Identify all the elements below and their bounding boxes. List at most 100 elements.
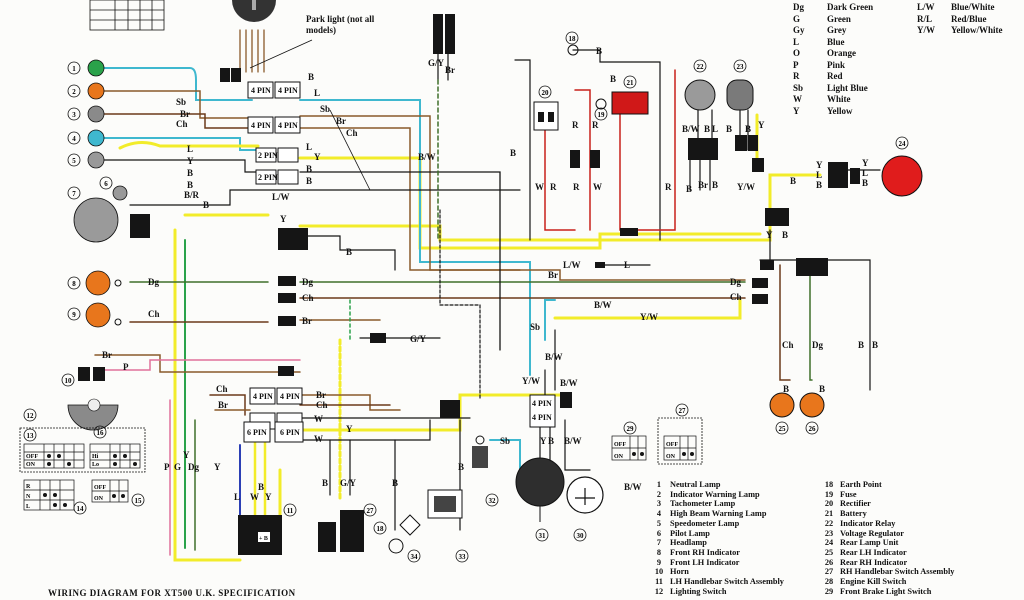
speedometer-lamp (87, 151, 105, 169)
svg-text:N: N (26, 494, 31, 500)
color-legend-text (951, 106, 1023, 118)
wire-label: Sb (500, 436, 510, 446)
wire-label: B (548, 436, 554, 446)
wire-label: B (203, 200, 209, 210)
connector-label: 4 PIN (532, 399, 552, 408)
wire-label: B/W (545, 352, 563, 362)
switch-dots (43, 452, 694, 507)
wire-label: B/R (184, 190, 200, 200)
color-legend-text: R/L (917, 13, 933, 24)
wire-label: P (164, 462, 170, 472)
wire-label: Y (862, 158, 869, 168)
ignition-position-table (89, 0, 165, 31)
wire-label: Y (540, 436, 547, 446)
component-legend-number: 28 (824, 577, 834, 587)
wire-label: B (783, 384, 789, 394)
wire-label: L (234, 492, 240, 502)
wire-label: Y (346, 424, 353, 434)
wire-label: B (858, 340, 864, 350)
svg-text:ON: ON (94, 496, 104, 502)
component-legend-number: 11 (655, 577, 663, 587)
wire-label: B (816, 180, 822, 190)
svg-text:27: 27 (679, 407, 687, 415)
wire-label: W (314, 414, 323, 424)
wire-label: B/W (682, 124, 700, 134)
svg-text:24: 24 (899, 140, 907, 148)
rear-lamp-unit (881, 155, 923, 197)
svg-text:32: 32 (489, 497, 497, 505)
wire-label: Dg (302, 277, 313, 287)
wire-label: B (819, 384, 825, 394)
wire-label: Y (766, 230, 773, 240)
earth-point (567, 44, 579, 56)
wire-label: L (187, 144, 193, 154)
color-legend-text: Light Blue (827, 82, 868, 93)
lighting-switch-table (19, 427, 146, 473)
wire-label: Ch (316, 400, 328, 410)
black-connectors (220, 14, 860, 552)
component-legend-label: Front Brake Light Switch (840, 586, 932, 596)
color-legend-text: G (793, 13, 801, 24)
svg-text:4: 4 (72, 135, 76, 143)
wire-label: B (258, 482, 264, 492)
component-legend-label: Rectifier (840, 499, 871, 509)
connector-blocks (243, 81, 556, 443)
wire-label: G/Y (410, 334, 427, 344)
wire-label: Br (445, 65, 455, 75)
wire-label: Br (548, 270, 558, 280)
wire-label: G/Y (340, 478, 357, 488)
svg-text:7: 7 (72, 190, 76, 198)
fuse (595, 98, 607, 110)
component-legend-number: 7 (656, 538, 662, 548)
high-beam-warning-lamp (87, 129, 105, 147)
svg-text:11: 11 (287, 507, 294, 515)
wire-label: Dg (148, 277, 159, 287)
connector-labels: 4 PIN 4 PIN 4 PIN 4 PIN 2 PIN 2 PIN 4 PI… (247, 86, 552, 437)
wire-label: B (712, 180, 718, 190)
connector-label: 4 PIN (278, 121, 298, 130)
indicator-relay (684, 79, 716, 111)
rear-rh-indicator (799, 392, 825, 418)
component-legend-number: 26 (824, 557, 834, 567)
diagram-title: WIRING DIAGRAM FOR XT500 U.K. SPECIFICAT… (48, 588, 296, 598)
color-legend-text: Pink (827, 59, 846, 70)
wire-label: Dg (188, 462, 199, 472)
svg-text:20: 20 (542, 89, 550, 97)
svg-text:10: 10 (65, 377, 73, 385)
component-legend-number: 2 (656, 489, 662, 499)
component-legend-label: Indicator Relay (840, 518, 896, 528)
component-legend-label: Fuse (840, 489, 857, 499)
svg-text:Hi: Hi (92, 454, 99, 460)
color-legend-text: Green (827, 13, 851, 24)
svg-text:+ B: + B (259, 536, 268, 542)
svg-text:29: 29 (627, 425, 635, 433)
color-legend-text: Red (827, 71, 843, 81)
wire-label: Dg (730, 277, 741, 287)
color-legend-text: Y/W (917, 25, 935, 35)
color-legend-text (917, 106, 951, 118)
color-legend-text (917, 83, 951, 95)
svg-text:1: 1 (72, 65, 76, 73)
wire-label: L (712, 124, 718, 134)
component-legend-label: LH Handlebar Switch Assembly (670, 577, 784, 587)
wire-label: Br (102, 350, 112, 360)
color-legend-text (951, 37, 1023, 49)
color-legend-text: Yellow/White (951, 25, 1003, 35)
wire-label: Dg (812, 340, 823, 350)
component-legend-number: 9 (656, 557, 662, 567)
wire-label: Y (280, 214, 287, 224)
wire-label: Ch (782, 340, 794, 350)
wire-label: R (592, 120, 599, 130)
component-legend-label: Battery (840, 509, 867, 519)
color-legend-text (951, 71, 1023, 83)
